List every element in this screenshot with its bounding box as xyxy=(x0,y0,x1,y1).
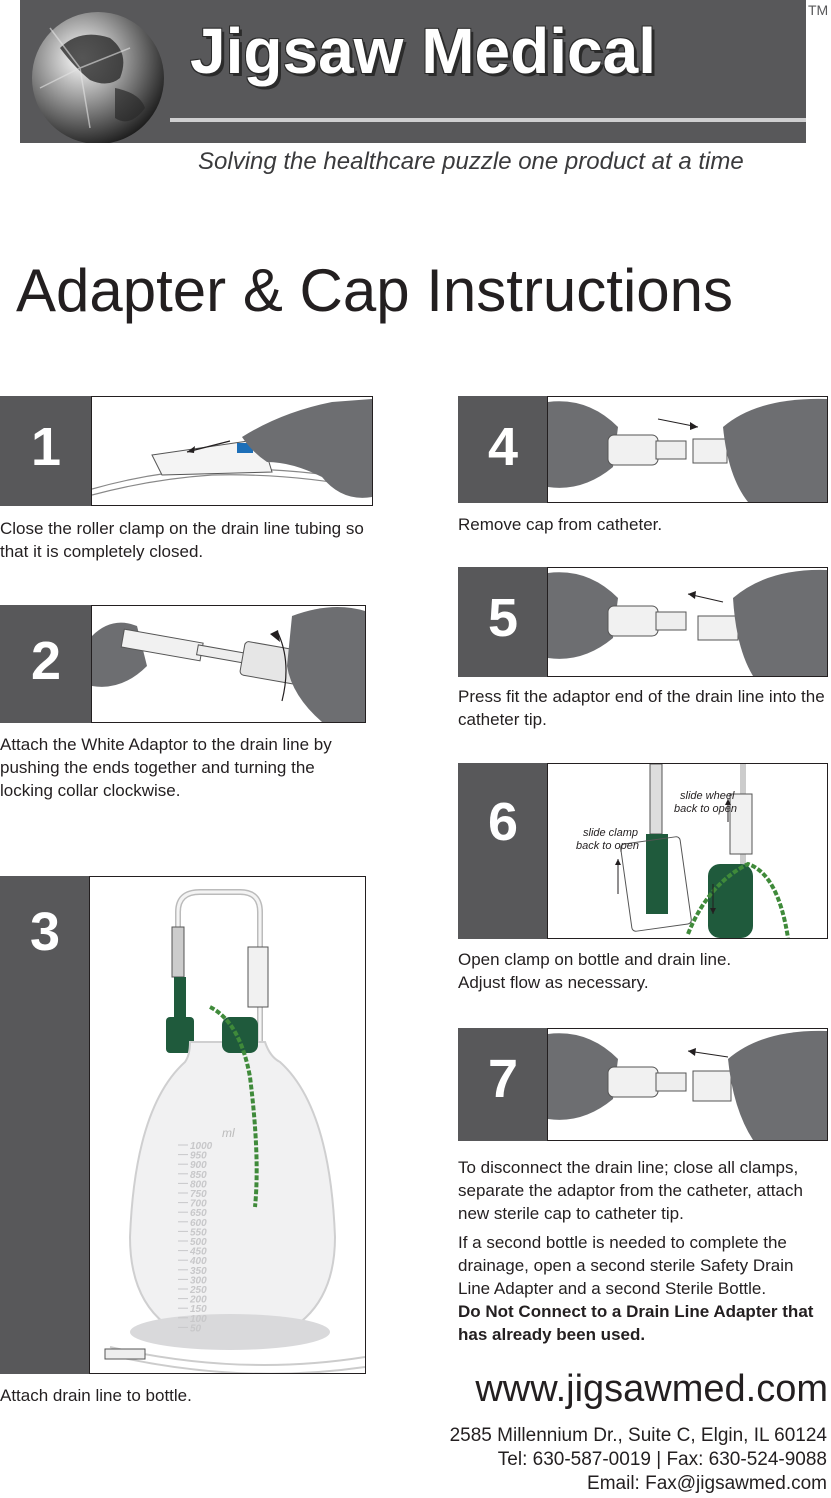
step-5-illustration xyxy=(547,567,828,677)
gloved-hand-icon xyxy=(548,572,618,659)
step-2-number: 2 xyxy=(30,631,62,691)
step-6-line-1: Open clamp on bottle and drain line. xyxy=(458,950,732,969)
gloved-hand-icon xyxy=(548,401,618,488)
scale-label: 200 xyxy=(189,1295,207,1306)
scale-label: 350 xyxy=(190,1266,207,1277)
step-6-illustration: slide wheel back to open slide clamp bac… xyxy=(547,763,828,939)
step-6-number-panel: 6 xyxy=(458,763,548,939)
scale-label: 1000 xyxy=(190,1141,213,1152)
scale-label: 850 xyxy=(190,1170,207,1181)
clamp-annotation-line2: back to open xyxy=(576,840,639,852)
gloved-hand-icon xyxy=(723,398,827,502)
step-5-instruction: Press fit the adaptor end of the drain l… xyxy=(458,687,825,729)
scale-label: 100 xyxy=(190,1314,207,1325)
step-5-number-panel: 5 xyxy=(458,567,548,677)
step-7-note: If a second bottle is needed to complete… xyxy=(458,1233,794,1298)
step-3-number: 3 xyxy=(29,902,61,962)
scale-label: 250 xyxy=(189,1285,207,1296)
step-4-number: 4 xyxy=(487,417,519,477)
bottle-unit-label: ml xyxy=(222,1126,235,1140)
step-4-illustration xyxy=(547,396,828,503)
step-7-illustration xyxy=(547,1028,828,1141)
step-7-number: 7 xyxy=(487,1049,519,1109)
scale-label: 750 xyxy=(190,1189,207,1200)
gloved-hand-icon xyxy=(287,607,365,722)
scale-label: 800 xyxy=(190,1179,207,1190)
header-divider xyxy=(168,118,806,122)
footer-phone-fax: Tel: 630-587-0019 | Fax: 630-524-9088 xyxy=(497,1449,827,1470)
scale-label: 600 xyxy=(190,1218,207,1229)
clamp-annotation-line1: slide clamp xyxy=(583,827,638,839)
wheel-annotation-line2: back to open xyxy=(674,803,737,815)
wheel-annotation-line1: slide wheel xyxy=(680,790,735,802)
scale-label: 450 xyxy=(189,1247,207,1258)
gloved-hand-icon xyxy=(548,1033,618,1120)
bottle-body xyxy=(128,1041,337,1349)
scale-label: 550 xyxy=(190,1227,207,1238)
scale-label: 900 xyxy=(190,1160,207,1171)
step-2-instruction: Attach the White Adaptor to the drain li… xyxy=(0,735,332,800)
step-7-number-panel: 7 xyxy=(458,1028,548,1141)
bottle-scale: 1000950900850800750700650600550500450400… xyxy=(178,1141,213,1334)
step-5-number: 5 xyxy=(487,588,519,648)
step-3-number-panel: 3 xyxy=(0,876,90,1374)
scale-label: 50 xyxy=(190,1323,202,1334)
scale-label: 500 xyxy=(190,1237,207,1248)
step-1-instruction: Close the roller clamp on the drain line… xyxy=(0,519,364,561)
scale-label: 950 xyxy=(190,1151,207,1162)
step-6-line-2: Adjust flow as necessary. xyxy=(458,973,649,992)
step-1-number: 1 xyxy=(30,417,62,477)
step-1-number-panel: 1 xyxy=(0,396,92,506)
trademark-mark: TM xyxy=(808,2,829,18)
step-4-instruction: Remove cap from catheter. xyxy=(458,515,663,534)
step-7-warning-text: Do Not Connect to a Drain Line Adapter t… xyxy=(458,1302,814,1344)
scale-label: 700 xyxy=(190,1199,207,1210)
step-6-number: 6 xyxy=(487,792,519,852)
scale-label: 400 xyxy=(189,1256,207,1267)
footer-email[interactable]: Email: Fax@jigsawmed.com xyxy=(587,1473,827,1494)
scale-label: 150 xyxy=(190,1304,207,1315)
gloved-hand-icon xyxy=(242,399,372,498)
scale-label: 300 xyxy=(190,1275,207,1286)
step-6-instruction: Open clamp on bottle and drain line. Adj… xyxy=(458,948,828,994)
step-4-number-panel: 4 xyxy=(458,396,548,503)
page-title: Adapter & Cap Instructions xyxy=(16,257,734,324)
scale-label: 650 xyxy=(190,1208,207,1219)
step-1-illustration xyxy=(91,396,373,506)
step-2-number-panel: 2 xyxy=(0,605,92,723)
footer-address: 2585 Millennium Dr., Suite C, Elgin, IL … xyxy=(449,1425,827,1446)
step-3-instruction: Attach drain line to bottle. xyxy=(0,1386,192,1405)
step-7-warning: Do Not Connect to a Drain Line Adapter t… xyxy=(458,1300,823,1346)
step-7-instruction: To disconnect the drain line; close all … xyxy=(458,1158,803,1223)
gloved-hand-icon xyxy=(728,1030,827,1140)
brand-name: Jigsaw Medical xyxy=(190,15,656,87)
gloved-hand-icon xyxy=(733,569,827,676)
brand-tagline: Solving the healthcare puzzle one produc… xyxy=(198,148,744,175)
step-2-illustration xyxy=(91,605,366,723)
website-link[interactable]: www.jigsawmed.com xyxy=(475,1368,828,1410)
globe-puzzle-logo xyxy=(20,8,170,144)
